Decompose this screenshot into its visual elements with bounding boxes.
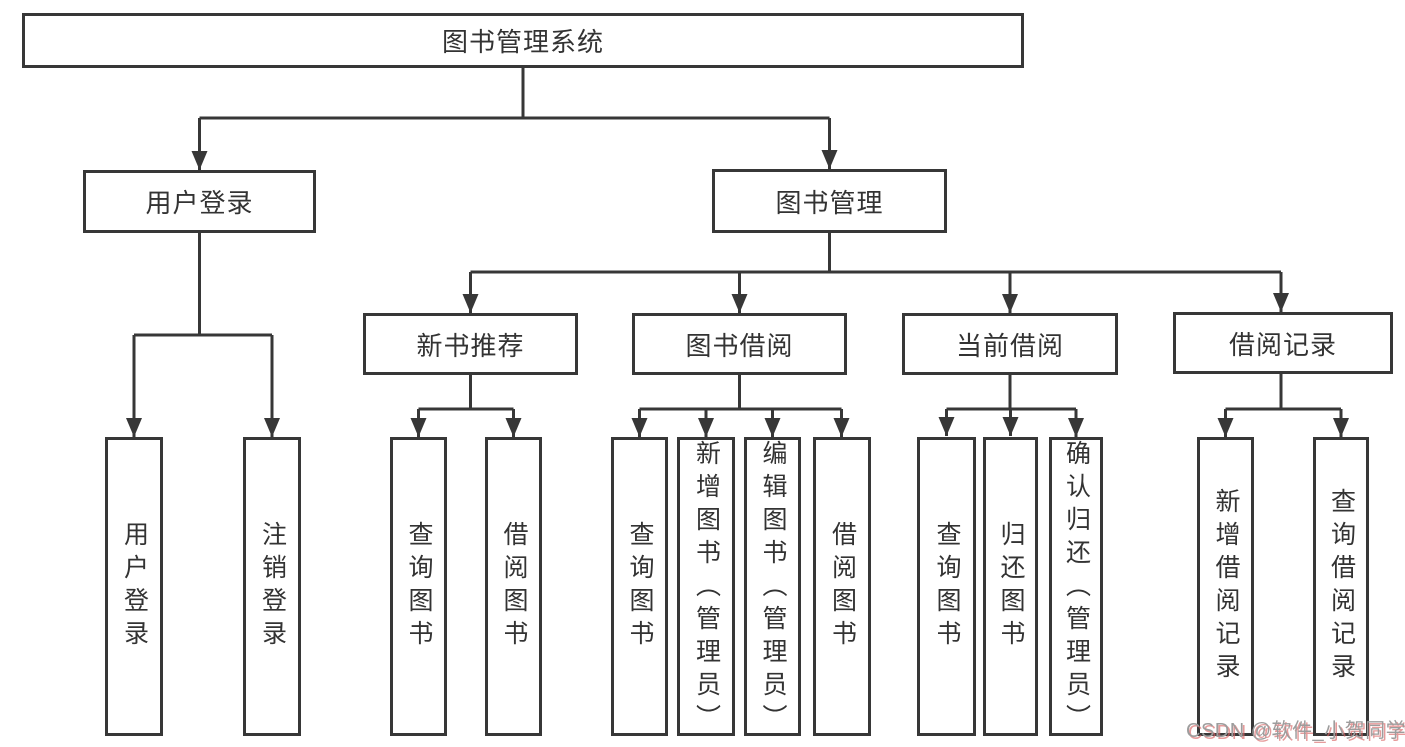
node-book-borrowing: 图书借阅 (632, 313, 847, 375)
node-new-book-recommendation: 新书推荐 (363, 313, 578, 375)
node-label: 图书管理系统 (441, 27, 604, 57)
node-label: 新增借阅记录 (1212, 487, 1240, 686)
node-label: 借阅图书 (500, 520, 528, 653)
node-label: 确认归还（管理员） (1062, 440, 1091, 737)
leaf-query-books-current: 查询图书 (917, 437, 976, 736)
leaf-confirm-return-admin: 确认归还（管理员） (1049, 437, 1103, 737)
leaf-add-borrow-record: 新增借阅记录 (1197, 437, 1254, 736)
leaf-return-books: 归还图书 (983, 437, 1038, 736)
node-label: 新增图书（管理员） (692, 440, 721, 737)
node-label: 归还图书 (997, 520, 1025, 653)
leaf-borrow-books-newbook: 借阅图书 (485, 437, 542, 736)
leaf-add-books-admin: 新增图书（管理员） (677, 437, 735, 737)
leaf-borrow-books: 借阅图书 (813, 437, 871, 736)
node-library-management-system: 图书管理系统 (22, 13, 1024, 68)
node-label: 借阅记录 (1228, 329, 1337, 360)
node-label: 图书借阅 (685, 330, 794, 361)
node-label: 编辑图书（管理员） (759, 440, 787, 737)
node-label: 新书推荐 (416, 330, 525, 361)
csdn-watermark: CSDN @软件_小贺同学 (1186, 720, 1405, 742)
node-user-login: 用户登录 (83, 170, 316, 233)
node-book-management: 图书管理 (712, 169, 947, 233)
leaf-query-borrow-record: 查询借阅记录 (1313, 437, 1369, 736)
node-label: 用户登录 (120, 520, 149, 653)
node-label: 借阅图书 (828, 520, 857, 653)
node-label: 注销登录 (258, 520, 287, 653)
leaf-user-login: 用户登录 (105, 437, 163, 736)
node-label: 图书管理 (775, 187, 884, 218)
leaf-logout: 注销登录 (243, 437, 301, 736)
node-label: 查询图书 (933, 520, 961, 653)
node-label: 当前借阅 (955, 330, 1064, 361)
node-borrowing-records: 借阅记录 (1173, 312, 1393, 374)
leaf-query-books-borrow: 查询图书 (611, 437, 668, 736)
node-label: 查询图书 (626, 520, 654, 653)
node-label: 用户登录 (145, 188, 254, 218)
node-label: 查询借阅记录 (1327, 487, 1356, 686)
leaf-query-books-newbook: 查询图书 (390, 437, 447, 736)
leaf-edit-books-admin: 编辑图书（管理员） (744, 437, 801, 737)
node-current-borrowing: 当前借阅 (902, 313, 1118, 375)
node-label: 查询图书 (405, 520, 433, 653)
